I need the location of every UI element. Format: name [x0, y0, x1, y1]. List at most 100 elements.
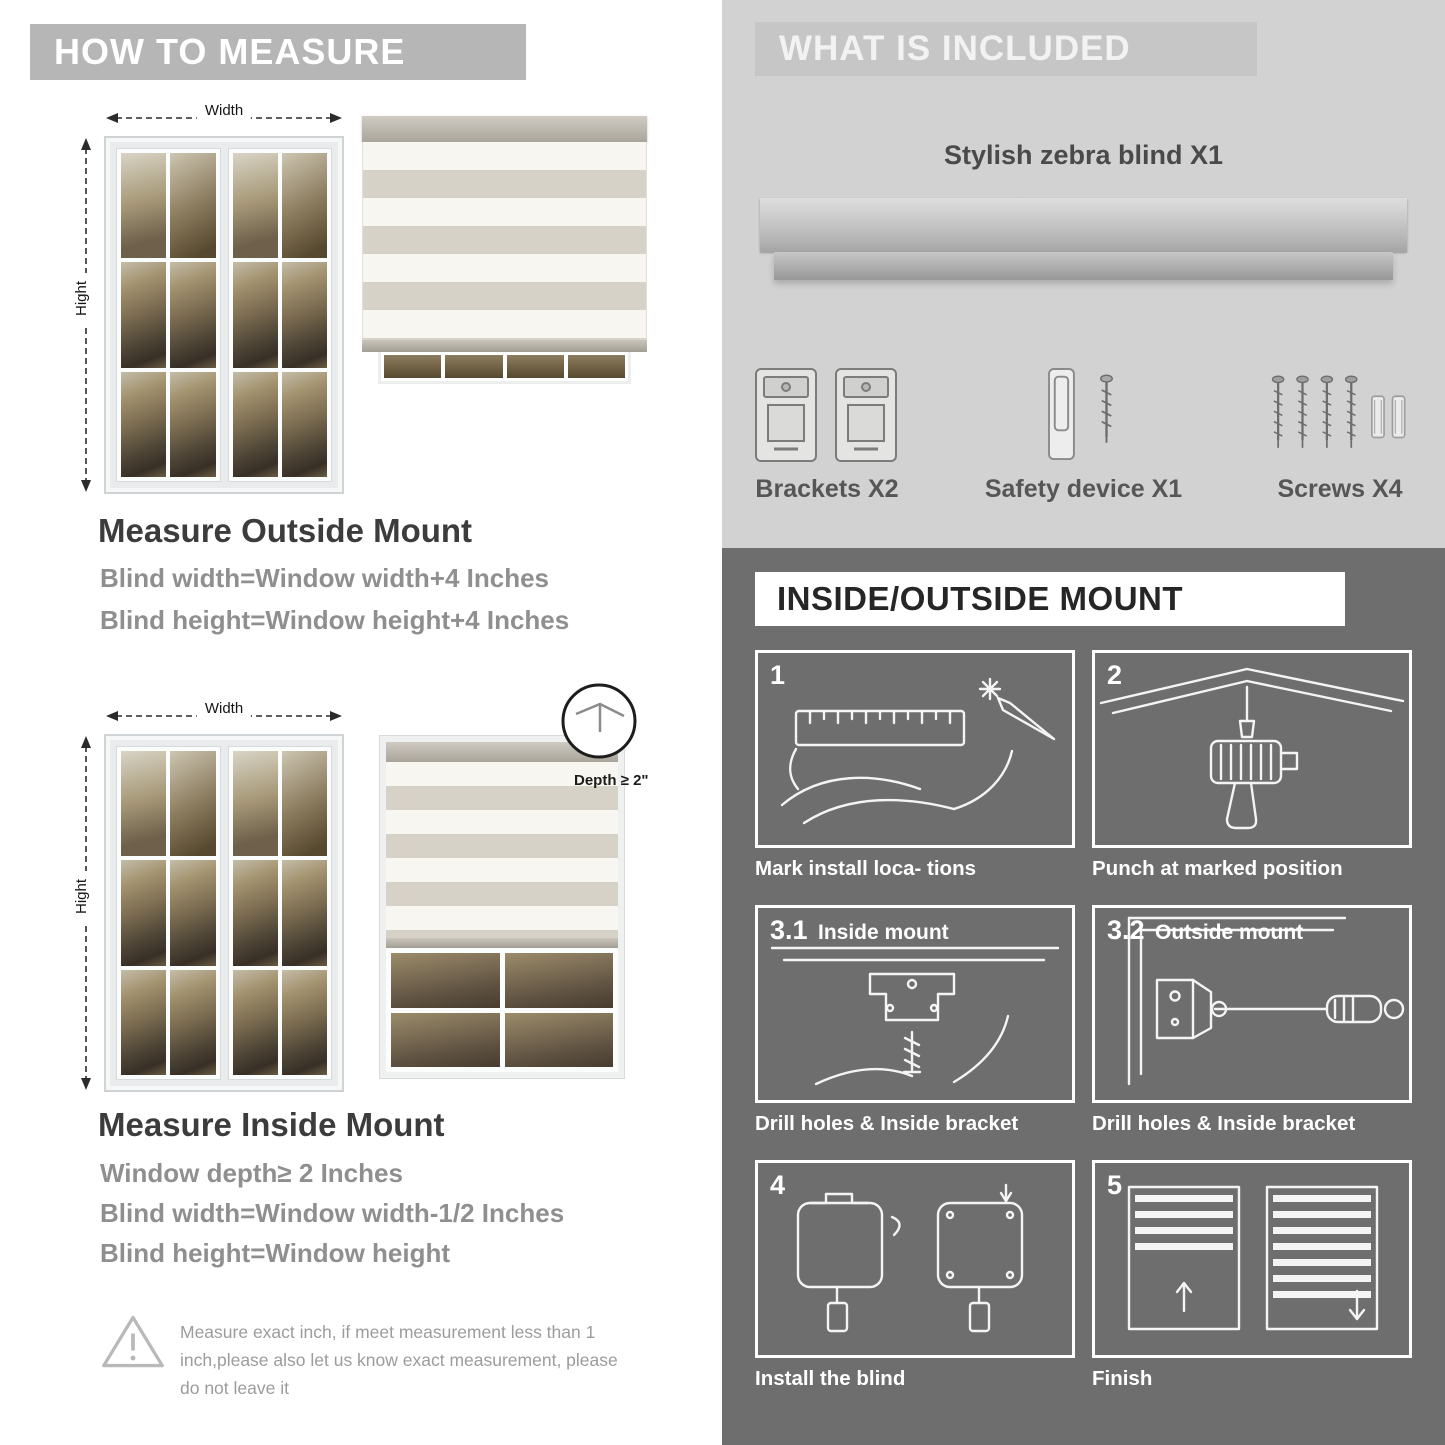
window-pane [170, 860, 216, 966]
window-pane [567, 355, 625, 378]
zebra-blind-outside-illustration [362, 116, 647, 384]
window-sash [227, 148, 332, 482]
window-pane [281, 262, 327, 368]
step-3-2-box: 3.2 Outside mount [1092, 905, 1412, 1103]
window-pane [384, 355, 442, 378]
window-pane [232, 860, 278, 966]
window-pane [281, 153, 327, 259]
step-3-2: 3.2 Outside mount [1092, 905, 1412, 1146]
step-caption: Install the blind [755, 1367, 906, 1390]
window-pane [506, 355, 564, 378]
step-caption: Drill holes & Inside bracket [755, 1112, 1019, 1135]
window-pane [121, 860, 167, 966]
step-2-box: 2 [1092, 650, 1412, 848]
step-caption: Mark install loca- tions [755, 857, 976, 880]
inside-rule-height: Blind height=Window height [100, 1238, 450, 1268]
window-sash [116, 148, 221, 482]
height-arrow-icon [81, 138, 91, 492]
step-number: 2 [1107, 660, 1123, 690]
included-item-brackets: Brackets X2 [752, 330, 902, 504]
right-column: WHAT IS INCLUDED Stylish zebra blind X1 [722, 0, 1445, 1445]
warning-icon [102, 1315, 164, 1368]
blind-headrail [362, 116, 647, 142]
step-3-1: 3.1 Inside mount [755, 905, 1075, 1146]
step-1-box: 1 [755, 650, 1075, 848]
depth-label: Depth ≥ 2" [574, 772, 649, 789]
included-item-screws: Screws X4 [1265, 330, 1415, 504]
step-4-box: 4 [755, 1160, 1075, 1358]
step-caption: Finish [1092, 1367, 1153, 1390]
step-number: 5 [1107, 1170, 1123, 1200]
what-is-included-header: WHAT IS INCLUDED [755, 22, 1257, 76]
step-number: 3.2 [1107, 915, 1145, 945]
blind-headrail [386, 742, 618, 762]
window-pane [170, 262, 216, 368]
safety-device-icon-area [1026, 330, 1141, 465]
step-1: 1 [755, 650, 1075, 891]
window-pane [121, 751, 167, 857]
window-pane [232, 371, 278, 477]
measure-mark-icon [780, 677, 1056, 825]
step-caption: Punch at marked position [1092, 857, 1343, 880]
safety-device-label: Safety device X1 [984, 475, 1183, 503]
brackets-icon-area [752, 330, 902, 465]
outside-window-figure: Width Hight [72, 102, 344, 496]
how-to-measure-header: HOW TO MEASURE [30, 24, 526, 80]
step-5: 5 [1092, 1160, 1412, 1401]
headrail-under [774, 252, 1393, 280]
step-2: 2 [1092, 650, 1412, 891]
step-number: 1 [770, 660, 786, 690]
what-is-included-panel: WHAT IS INCLUDED Stylish zebra blind X1 [722, 0, 1445, 548]
window-below-blind [378, 352, 631, 384]
window-sash [116, 746, 221, 1080]
height-arrow-icon [81, 736, 91, 1090]
window-pane [232, 969, 278, 1075]
window-sash [227, 746, 332, 1080]
width-label: Width [196, 102, 252, 119]
safety-device-icon [1048, 368, 1113, 461]
install-blind-icon [796, 1183, 1024, 1333]
outside-rule-height: Blind height=Window height+4 Inches [100, 605, 570, 635]
finish-icon [1127, 1185, 1379, 1331]
measure-warning-text: Measure exact inch, if meet measurement … [180, 1322, 618, 1398]
window-pane [281, 969, 327, 1075]
window-below-blind [386, 948, 618, 1072]
included-item-safety-device: Safety device X1 [985, 330, 1182, 504]
inside-window-figure: Width Hight [72, 700, 344, 1094]
window-pane [121, 153, 167, 259]
outside-bracket-icon [1127, 916, 1405, 1086]
step-caption: Drill holes & Inside bracket [1092, 1112, 1356, 1135]
inside-rule-depth: Window depth≥ 2 Inches [100, 1158, 403, 1188]
step-number: 3.1 [770, 915, 808, 945]
window-pane [281, 371, 327, 477]
drill-icon [1099, 667, 1405, 830]
window-pane [504, 953, 613, 1008]
window-pane [232, 751, 278, 857]
outside-rule-width: Blind width=Window width+4 Inches [100, 563, 549, 593]
mount-instructions-panel: INSIDE/OUTSIDE MOUNT 1 [722, 548, 1445, 1445]
step-4: 4 [755, 1160, 1075, 1401]
window-pane [121, 969, 167, 1075]
mount-header: INSIDE/OUTSIDE MOUNT [755, 572, 1345, 626]
window-pane [281, 860, 327, 966]
window-illustration [104, 136, 344, 494]
window-pane [121, 262, 167, 368]
step-3-1-box: 3.1 Inside mount [755, 905, 1075, 1103]
headrail-face [760, 198, 1407, 252]
window-pane [391, 953, 500, 1008]
window-illustration [104, 734, 344, 1092]
headrail-illustration [760, 198, 1407, 280]
window-pane [121, 371, 167, 477]
step-number: 4 [770, 1170, 786, 1200]
zebra-blind-inside-illustration [380, 736, 624, 1078]
step-title: Inside mount [818, 921, 949, 944]
included-items: Brackets X2 [752, 330, 1415, 504]
how-to-measure-panel: HOW TO MEASURE Width Hight [0, 0, 722, 1445]
window-pane [170, 371, 216, 477]
window-pane [170, 153, 216, 259]
window-pane [232, 153, 278, 259]
width-label: Width [196, 700, 252, 717]
window-pane [281, 751, 327, 857]
depth-callout-circle-icon [561, 683, 637, 759]
